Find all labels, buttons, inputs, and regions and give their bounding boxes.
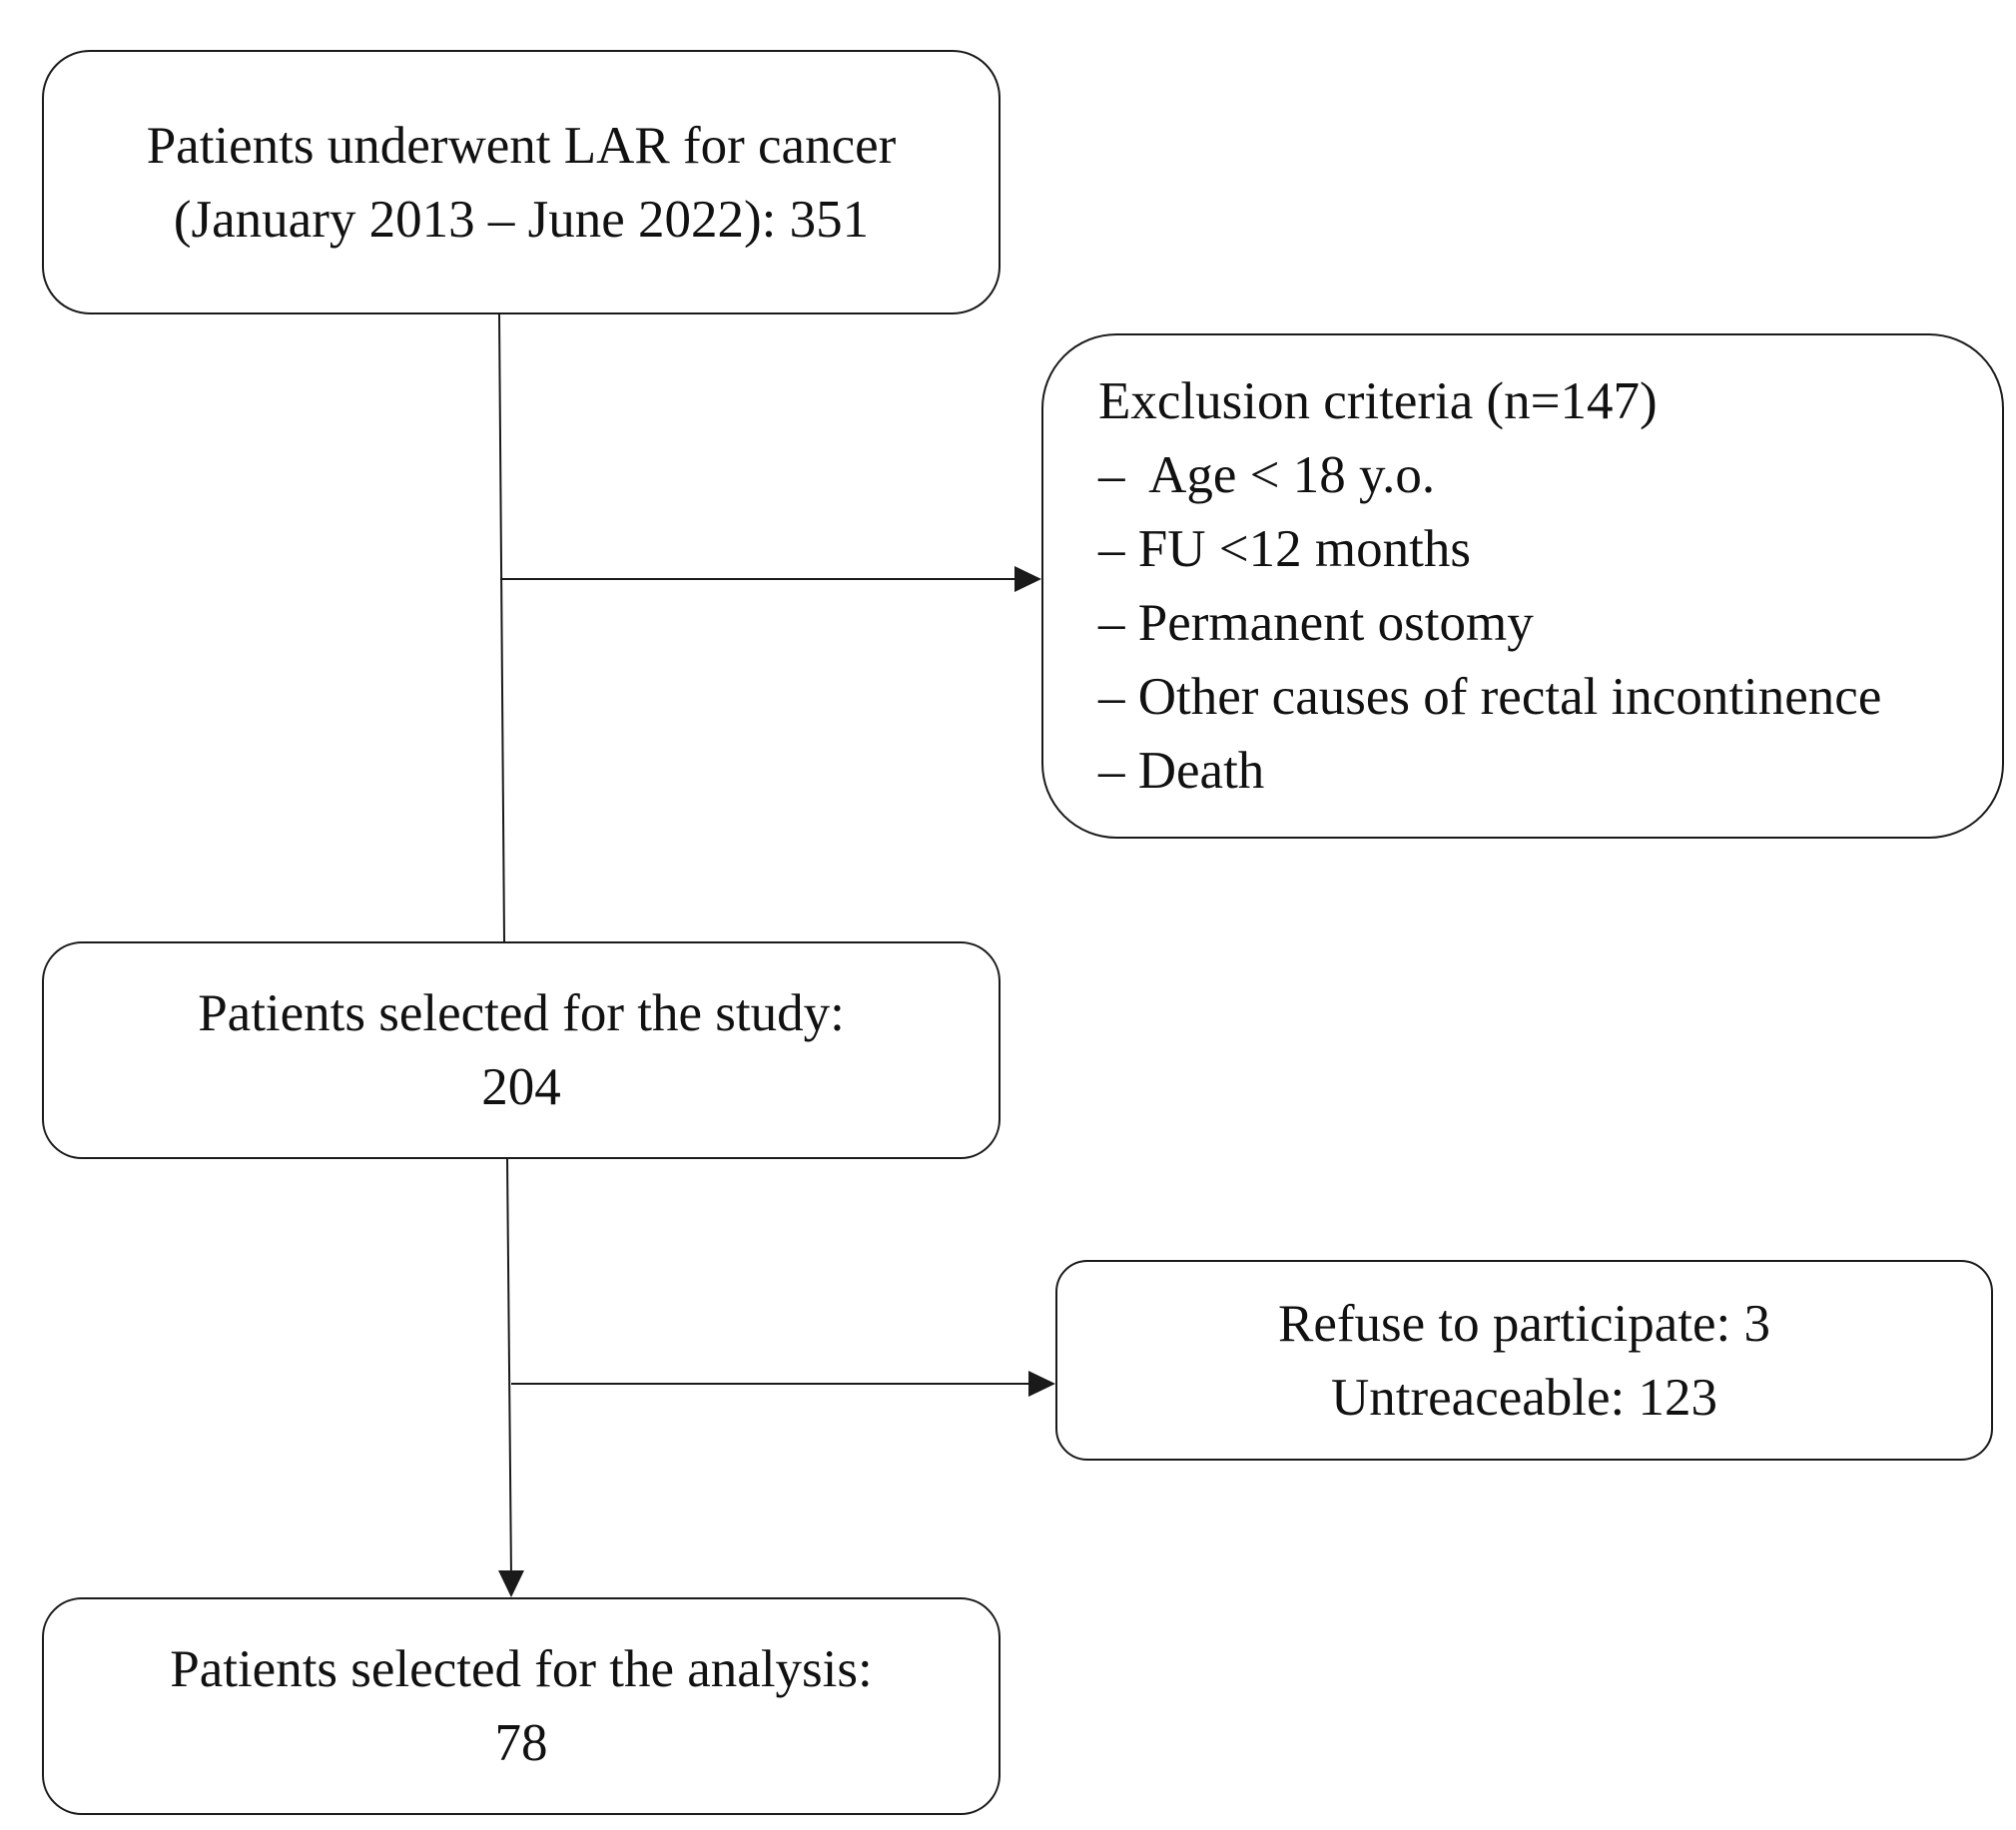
box-patients-underwent-lar: Patients underwent LAR for cancer (Janua…: [42, 50, 1001, 314]
study-count: 204: [481, 1058, 561, 1116]
study-label: Patients selected for the study:: [198, 984, 845, 1042]
refusal-count: Refuse to participate: 3: [1277, 1294, 1771, 1353]
exclusion-item-ostomy: – Permanent ostomy: [1098, 594, 1534, 652]
box-exclusion-criteria: Exclusion criteria (n=147) – Age < 18 y.…: [1041, 333, 2004, 839]
arrowhead-refusal: [1028, 1371, 1055, 1397]
start-line-2: (January 2013 – June 2022): 351: [173, 190, 870, 249]
box-patients-selected-study: Patients selected for the study: 204: [42, 941, 1001, 1159]
connector-study-to-analysis: [506, 1158, 512, 1578]
connector-start-to-study: [498, 313, 505, 942]
start-line-1: Patients underwent LAR for cancer: [146, 116, 897, 175]
untraceable-count: Untreaceable: 123: [1331, 1368, 1717, 1427]
analysis-label: Patients selected for the analysis:: [170, 1640, 873, 1698]
exclusion-item-death: – Death: [1098, 742, 1265, 800]
arrowhead-analysis: [498, 1570, 524, 1597]
arrowhead-exclusion: [1014, 566, 1041, 592]
box-patients-selected-analysis: Patients selected for the analysis: 78: [42, 1597, 1001, 1815]
analysis-count: 78: [494, 1714, 548, 1772]
exclusion-item-age: – Age < 18 y.o.: [1098, 446, 1436, 504]
exclusion-item-incontinence: – Other causes of rectal incontinence: [1098, 668, 1882, 726]
box-refused-untraceable: Refuse to participate: 3 Untreaceable: 1…: [1055, 1260, 1993, 1461]
exclusion-heading: Exclusion criteria (n=147): [1098, 372, 1658, 430]
exclusion-item-followup: – FU <12 months: [1098, 520, 1471, 578]
